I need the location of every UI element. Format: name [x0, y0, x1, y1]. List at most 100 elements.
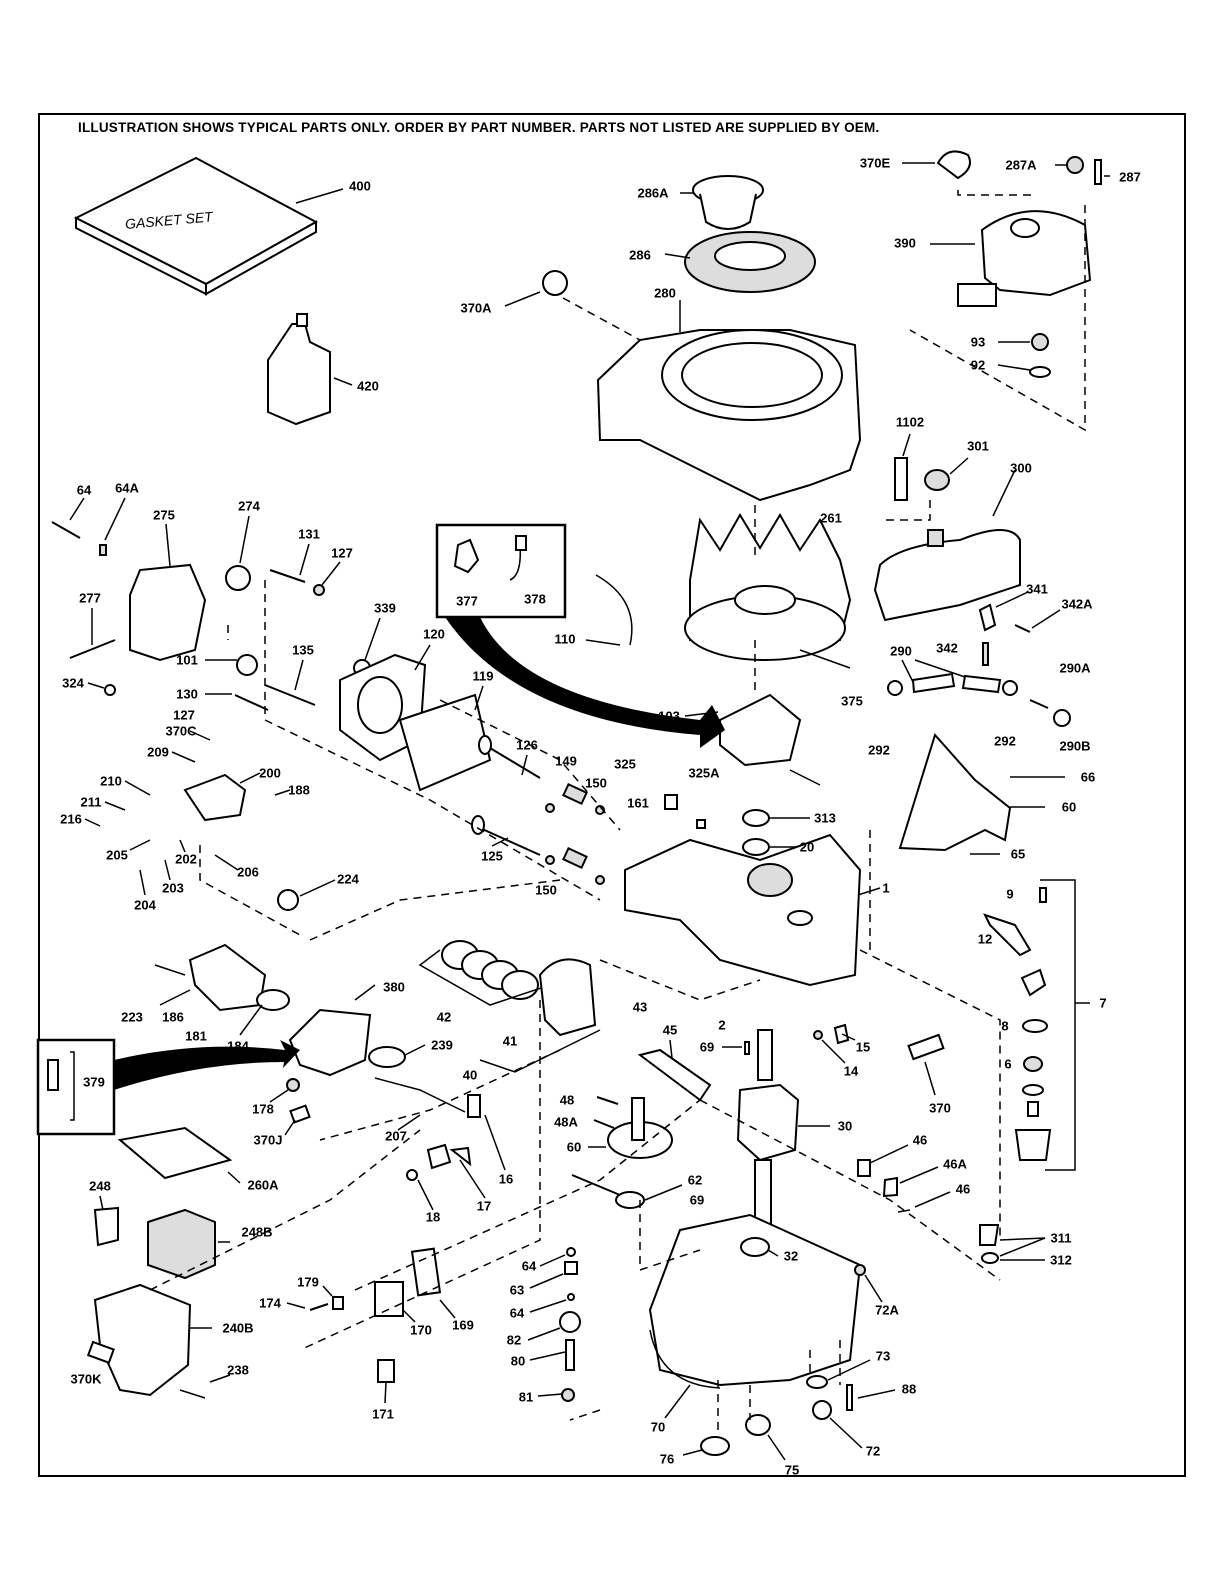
flywheel — [684, 513, 852, 669]
washer-64a — [99, 497, 126, 556]
seal-313 — [742, 809, 810, 827]
part-callout-216: 216 — [60, 811, 82, 827]
breather-325 — [664, 794, 706, 829]
plug-72 — [812, 1400, 863, 1449]
fuel-tank — [873, 469, 1021, 622]
part-callout-43: 43 — [632, 999, 648, 1015]
part-callout-324: 324 — [62, 675, 84, 691]
shield-60 — [898, 733, 1065, 855]
gasket-set-box: GASKET SET — [73, 156, 344, 296]
screws-48 — [593, 1096, 619, 1129]
bolt-88 — [846, 1384, 896, 1411]
part-callout-170: 170 — [410, 1322, 432, 1338]
part-callout-120: 120 — [423, 626, 445, 642]
part-callout-64: 64 — [76, 482, 92, 498]
plate-171 — [377, 1359, 395, 1404]
muffler — [129, 523, 207, 662]
part-callout-400: 400 — [349, 178, 371, 194]
part-callout-420: 420 — [357, 378, 379, 394]
part-callout-127: 127 — [173, 707, 195, 723]
tappet-62 — [571, 1174, 683, 1209]
part-callout-207: 207 — [385, 1128, 407, 1144]
part-callout-9: 9 — [1006, 886, 1014, 902]
part-callout-6: 6 — [1004, 1056, 1012, 1072]
part-callout-66: 66 — [1080, 769, 1096, 785]
part-callout-178: 178 — [252, 1101, 274, 1117]
seal-76 — [682, 1436, 730, 1456]
part-callout-93: 93 — [970, 334, 986, 350]
label-370 — [907, 1033, 945, 1096]
part-callout-48a: 48A — [554, 1114, 578, 1130]
part-callout-280: 280 — [654, 285, 676, 301]
part-callout-70: 70 — [650, 1419, 666, 1435]
part-callout-370a: 370A — [460, 300, 492, 316]
blower-housing — [596, 300, 862, 502]
part-callout-290a: 290A — [1059, 660, 1091, 676]
part-callout-69: 69 — [699, 1039, 715, 1055]
part-callout-64: 64 — [509, 1305, 525, 1321]
piston-rings — [418, 940, 551, 1006]
part-callout-204: 204 — [134, 897, 156, 913]
piston — [479, 958, 601, 1073]
part-callout-211: 211 — [80, 794, 102, 810]
clip-179 — [322, 1285, 344, 1310]
part-callout-380: 380 — [383, 979, 405, 995]
part-callout-80: 80 — [510, 1353, 526, 1369]
nut-287a — [1055, 156, 1084, 174]
part-callout-300: 300 — [1010, 460, 1032, 476]
gasket-set-text: GASKET SET — [124, 208, 214, 232]
fuel-line — [887, 659, 1071, 727]
bolt-64 — [51, 497, 85, 539]
breather-248 — [93, 1195, 119, 1247]
part-callout-75: 75 — [784, 1462, 800, 1478]
part-callout-46a: 46A — [943, 1156, 967, 1172]
part-callout-92: 92 — [970, 357, 986, 373]
part-callout-135: 135 — [292, 642, 314, 658]
part-callout-161: 161 — [627, 795, 649, 811]
part-callout-184: 184 — [227, 1038, 249, 1054]
part-callout-62: 62 — [687, 1172, 703, 1188]
crankcase-cover — [648, 1213, 862, 1419]
part-callout-179: 179 — [297, 1274, 319, 1290]
nut-127 — [313, 561, 341, 596]
head-gasket — [398, 685, 492, 792]
part-callout-239: 239 — [431, 1037, 453, 1053]
part-callout-375: 375 — [841, 693, 863, 709]
part-callout-292: 292 — [868, 742, 890, 758]
part-callout-209: 209 — [147, 744, 169, 760]
governor-shaft-parts — [527, 1247, 581, 1402]
part-callout-205: 205 — [106, 847, 128, 863]
bolt-277 — [69, 608, 116, 659]
part-callout-110: 110 — [554, 631, 576, 647]
ignition-arrow — [445, 617, 725, 748]
ring-370e — [902, 150, 971, 180]
screw-342 — [982, 642, 989, 666]
part-callout-64a: 64A — [115, 480, 139, 496]
part-callout-15: 15 — [855, 1039, 871, 1055]
parts-14-15 — [813, 1023, 856, 1064]
part-callout-301: 301 — [967, 438, 989, 454]
gasket-184 — [239, 989, 290, 1036]
gasket-239 — [368, 1044, 426, 1068]
spark-plug-135 — [264, 659, 316, 706]
rectifier-170 — [374, 1281, 416, 1323]
part-callout-341: 341 — [1026, 581, 1048, 597]
part-callout-290: 290 — [890, 643, 912, 659]
part-callout-16: 16 — [498, 1171, 514, 1187]
washer-73 — [806, 1359, 871, 1389]
part-callout-342: 342 — [936, 640, 958, 656]
part-callout-150: 150 — [585, 775, 607, 791]
part-callout-274: 274 — [238, 498, 260, 514]
part-callout-150: 150 — [535, 882, 557, 898]
nut-75 — [745, 1414, 786, 1461]
air-cleaner-base-240b — [93, 1283, 212, 1397]
carburetor-arrow — [114, 1040, 300, 1090]
part-callout-325a: 325A — [688, 765, 720, 781]
air-cleaner-390 — [909, 190, 1092, 432]
part-callout-286a: 286A — [637, 185, 669, 201]
part-callout-73: 73 — [875, 1348, 891, 1364]
part-callout-224: 224 — [337, 871, 359, 887]
part-callout-200: 200 — [259, 765, 281, 781]
valve-126 — [478, 735, 541, 779]
